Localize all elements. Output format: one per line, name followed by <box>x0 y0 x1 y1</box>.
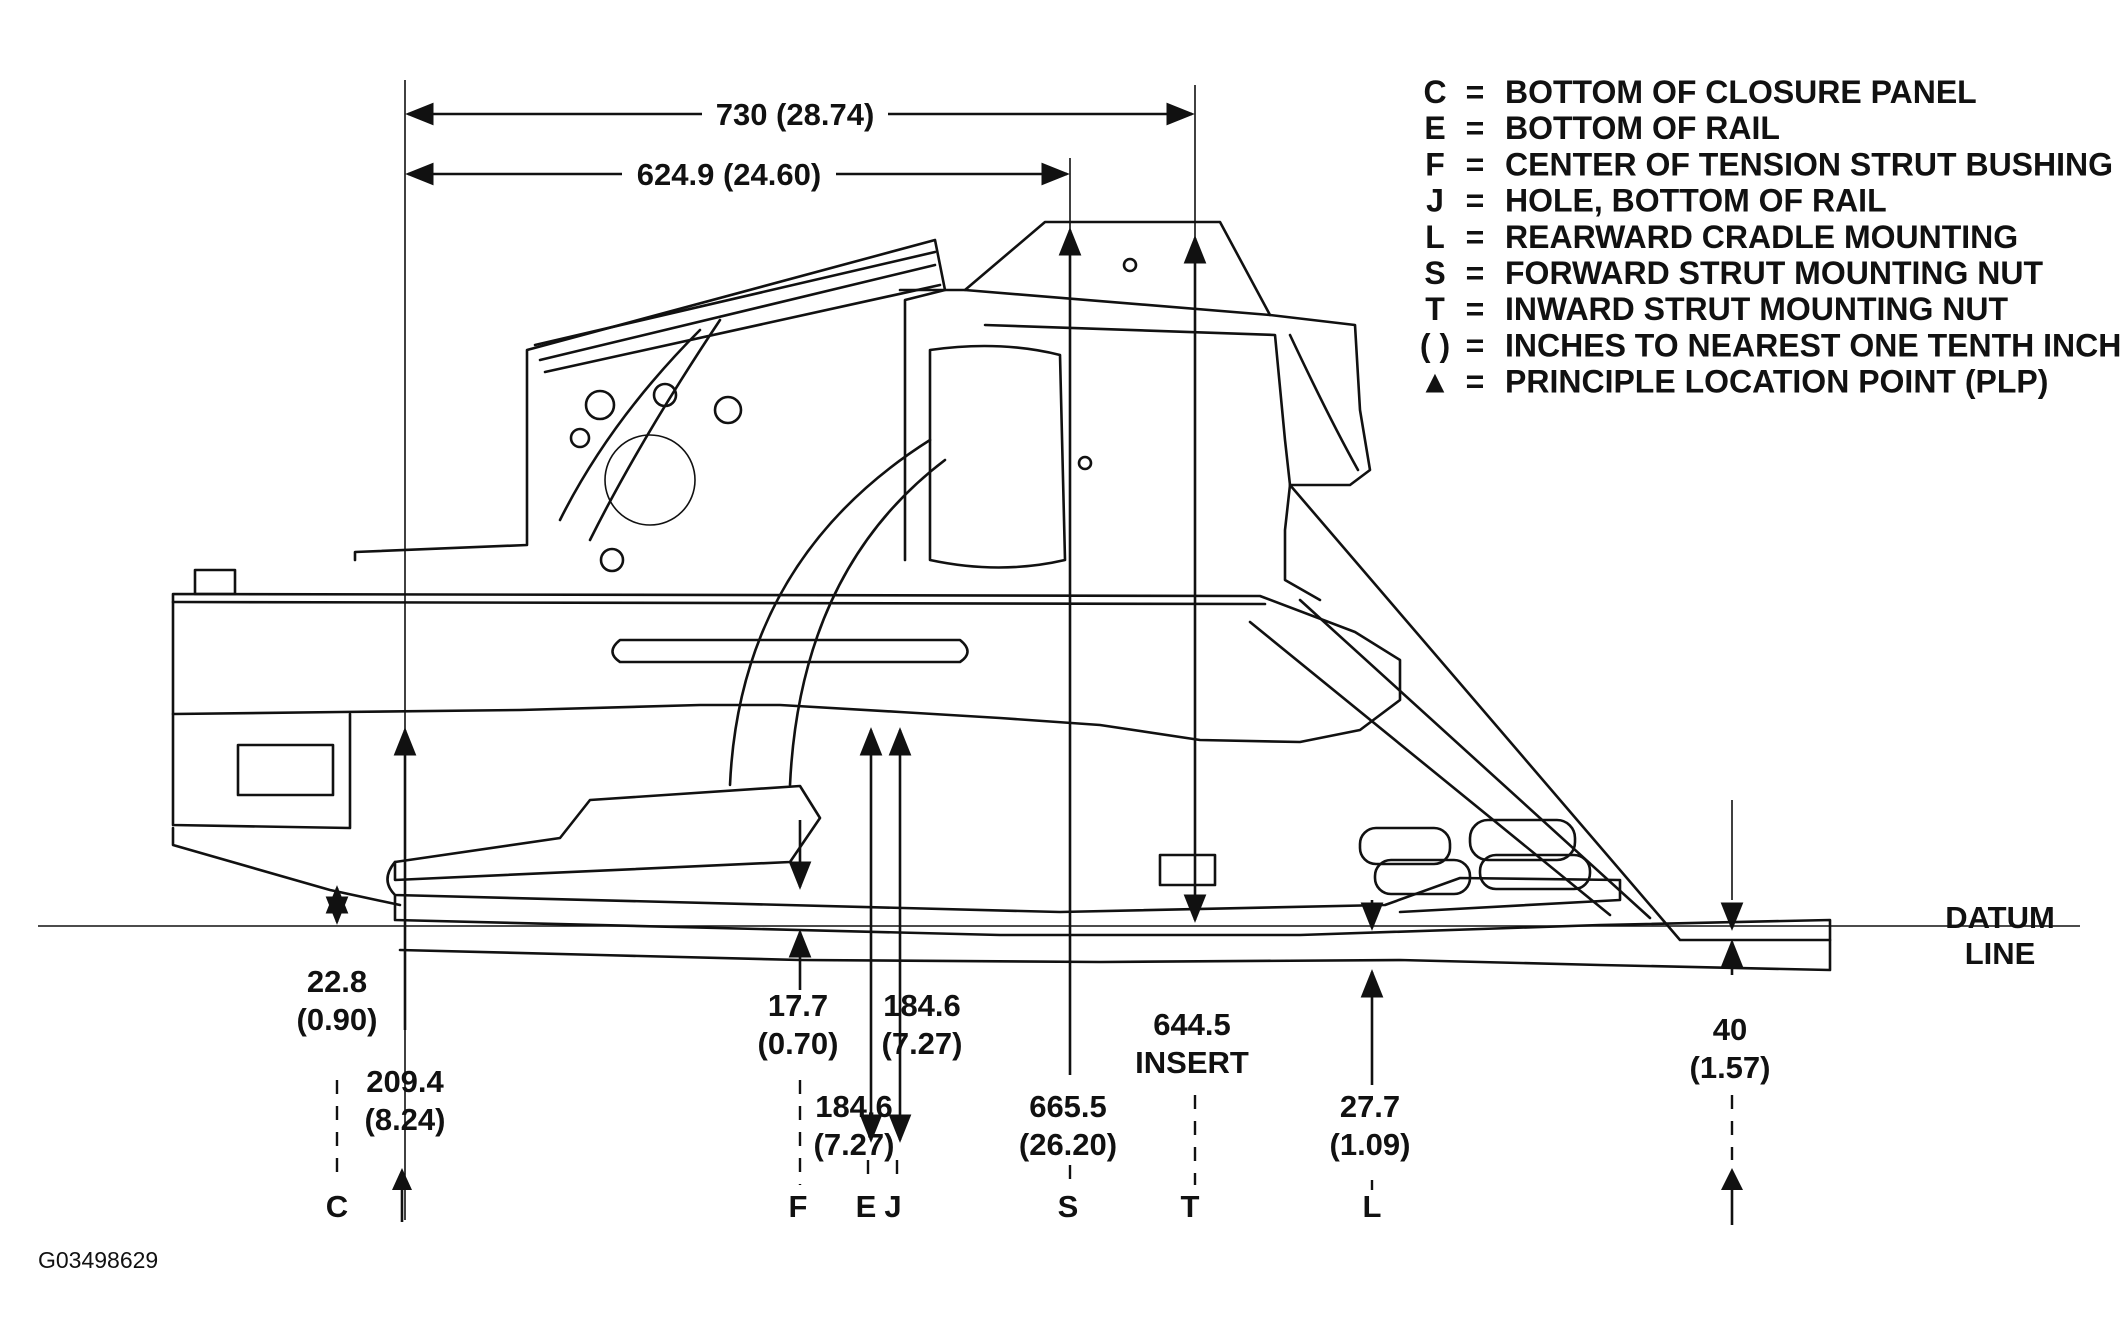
legend-equals: = <box>1466 364 1485 400</box>
legend-text: INCHES TO NEAREST ONE TENTH INCH <box>1505 327 2121 363</box>
legend-equals: = <box>1466 110 1485 146</box>
legend-item: T = INWARD STRUT MOUNTING NUT <box>1425 291 2008 327</box>
legend: C = BOTTOM OF CLOSURE PANEL E = BOTTOM OF RAI… <box>1419 74 2121 400</box>
legend-text: HOLE, BOTTOM OF RAIL <box>1505 183 1887 219</box>
dim-f-mm: 17.7 <box>768 988 828 1023</box>
vehicle-front-structure-drawing <box>171 220 1832 972</box>
partial-length-dimension: 624.9 (24.60) <box>637 157 821 192</box>
legend-equals: = <box>1466 183 1485 219</box>
legend-item: F = CENTER OF TENSION STRUT BUSHING <box>1425 146 2113 182</box>
legend-item: C = BOTTOM OF CLOSURE PANEL <box>1423 74 1976 110</box>
legend-item: L = REARWARD CRADLE MOUNTING <box>1425 219 2018 255</box>
datum-label-line2: LINE <box>1965 936 2036 971</box>
legend-text: INWARD STRUT MOUNTING NUT <box>1505 291 2009 327</box>
plp-triangle-rear-icon <box>1721 1168 1743 1225</box>
dimension-labels: 22.8 (0.90) 209.4 (8.24) 17.7 (0.70) 184… <box>297 964 1771 1162</box>
legend-text: FORWARD STRUT MOUNTING NUT <box>1505 255 2043 291</box>
legend-equals: = <box>1466 74 1485 110</box>
dim-j-in: (7.27) <box>882 1026 963 1061</box>
point-e: E <box>856 1189 877 1224</box>
dim-plp-rear-mm: 40 <box>1713 1012 1747 1047</box>
dim-s-in: (26.20) <box>1019 1127 1117 1162</box>
dim-c-in: (0.90) <box>297 1002 378 1037</box>
dim-t-mm: 644.5 <box>1153 1007 1231 1042</box>
legend-text: CENTER OF TENSION STRUT BUSHING <box>1505 146 2113 182</box>
legend-key: C <box>1423 74 1446 110</box>
legend-equals: = <box>1466 327 1485 363</box>
legend-item: ( ) = INCHES TO NEAREST ONE TENTH INCH <box>1420 327 2121 363</box>
legend-text: PRINCIPLE LOCATION POINT (PLP) <box>1505 364 2048 400</box>
legend-key: T <box>1425 291 1445 327</box>
legend-text: BOTTOM OF CLOSURE PANEL <box>1505 74 1977 110</box>
legend-text: BOTTOM OF RAIL <box>1505 110 1780 146</box>
legend-item: J = HOLE, BOTTOM OF RAIL <box>1426 183 1887 219</box>
legend-equals: = <box>1466 291 1485 327</box>
dim-plp-rear-in: (1.57) <box>1690 1050 1771 1085</box>
legend-equals: = <box>1466 146 1485 182</box>
point-f: F <box>789 1189 808 1224</box>
legend-key: ( ) <box>1420 327 1450 363</box>
dim-plp-front-in: (8.24) <box>365 1102 446 1137</box>
legend-item: E = BOTTOM OF RAIL <box>1424 110 1780 146</box>
legend-key: L <box>1425 219 1445 255</box>
dim-e-mm: 184.6 <box>815 1089 893 1124</box>
dim-l-mm: 27.7 <box>1340 1089 1400 1124</box>
point-s: S <box>1058 1189 1079 1224</box>
legend-key: E <box>1424 110 1445 146</box>
figure-id: G03498629 <box>38 1247 158 1273</box>
dim-e-in: (7.27) <box>814 1127 895 1162</box>
reference-point-letters: C F E J S T L <box>326 1189 1382 1224</box>
dim-l-in: (1.09) <box>1330 1127 1411 1162</box>
legend-equals: = <box>1466 219 1485 255</box>
legend-key: S <box>1424 255 1445 291</box>
dim-s-mm: 665.5 <box>1029 1089 1107 1124</box>
point-l: L <box>1363 1189 1382 1224</box>
dim-t-note: INSERT <box>1135 1045 1249 1080</box>
dim-c-mm: 22.8 <box>307 964 367 999</box>
vertical-dimensions <box>325 227 1744 1190</box>
point-t: T <box>1181 1189 1200 1224</box>
legend-key: ▲ <box>1419 364 1451 400</box>
dim-f-in: (0.70) <box>758 1026 839 1061</box>
legend-item: ▲ = PRINCIPLE LOCATION POINT (PLP) <box>1419 364 2048 400</box>
legend-equals: = <box>1466 255 1485 291</box>
plp-triangle-front-icon <box>392 1168 412 1222</box>
datum-label-line1: DATUM <box>1945 900 2055 935</box>
overall-length-dimension: 730 (28.74) <box>716 97 875 132</box>
point-j: J <box>884 1189 901 1224</box>
point-c: C <box>326 1189 348 1224</box>
legend-item: S = FORWARD STRUT MOUNTING NUT <box>1424 255 2043 291</box>
legend-key: F <box>1425 146 1445 182</box>
dim-j-mm: 184.6 <box>883 988 961 1023</box>
dim-plp-front-mm: 209.4 <box>366 1064 444 1099</box>
legend-key: J <box>1426 183 1444 219</box>
legend-text: REARWARD CRADLE MOUNTING <box>1505 219 2018 255</box>
